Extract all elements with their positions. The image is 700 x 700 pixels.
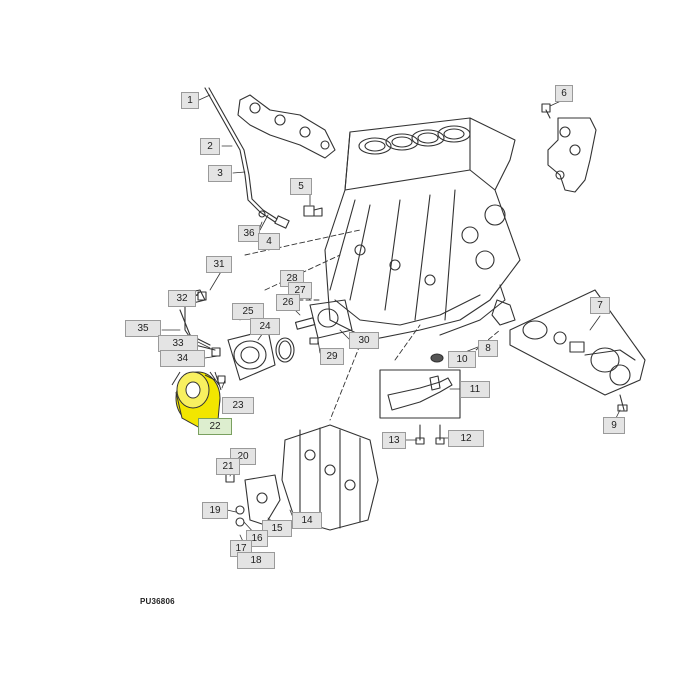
callout-31[interactable]: 31 (206, 256, 232, 273)
callout-3[interactable]: 3 (208, 165, 232, 182)
callout-14[interactable]: 14 (292, 512, 322, 529)
callout-15[interactable]: 15 (262, 520, 292, 537)
dipstick-tube (204, 87, 290, 229)
callout-19[interactable]: 19 (202, 502, 228, 519)
callout-8[interactable]: 8 (478, 340, 498, 357)
callout-1[interactable]: 1 (181, 92, 199, 109)
callout-32[interactable]: 32 (168, 290, 196, 307)
callout-2[interactable]: 2 (200, 138, 220, 155)
callout-9[interactable]: 9 (603, 417, 625, 434)
callout-4[interactable]: 4 (258, 233, 280, 250)
callout-34[interactable]: 34 (160, 350, 205, 367)
callout-25[interactable]: 25 (232, 303, 264, 320)
oil-filter-head (227, 329, 295, 381)
oil-pump-assembly (491, 289, 646, 396)
oil-pickup (379, 369, 461, 419)
callout-12[interactable]: 12 (448, 430, 484, 447)
callout-30[interactable]: 30 (349, 332, 379, 349)
injection-pump (225, 424, 379, 531)
figure-reference-code: PU36806 (140, 597, 175, 606)
callout-26[interactable]: 26 (276, 294, 300, 311)
callout-5[interactable]: 5 (290, 178, 312, 195)
callout-29[interactable]: 29 (320, 348, 344, 365)
callout-36[interactable]: 36 (238, 225, 260, 242)
callout-13[interactable]: 13 (382, 432, 406, 449)
callout-22[interactable]: 22 (198, 418, 232, 435)
callout-23[interactable]: 23 (222, 397, 254, 414)
callout-6[interactable]: 6 (555, 85, 573, 102)
callout-24[interactable]: 24 (250, 318, 280, 335)
callout-18[interactable]: 18 (237, 552, 275, 569)
manifold (237, 94, 336, 159)
callout-21[interactable]: 21 (216, 458, 240, 475)
engine-block (324, 117, 521, 341)
callout-7[interactable]: 7 (590, 297, 610, 314)
callout-35[interactable]: 35 (125, 320, 161, 337)
sensor-5 (303, 205, 323, 217)
callout-11[interactable]: 11 (460, 381, 490, 398)
fasteners (415, 353, 628, 445)
bracket-6 (541, 103, 597, 193)
callout-10[interactable]: 10 (448, 351, 476, 368)
